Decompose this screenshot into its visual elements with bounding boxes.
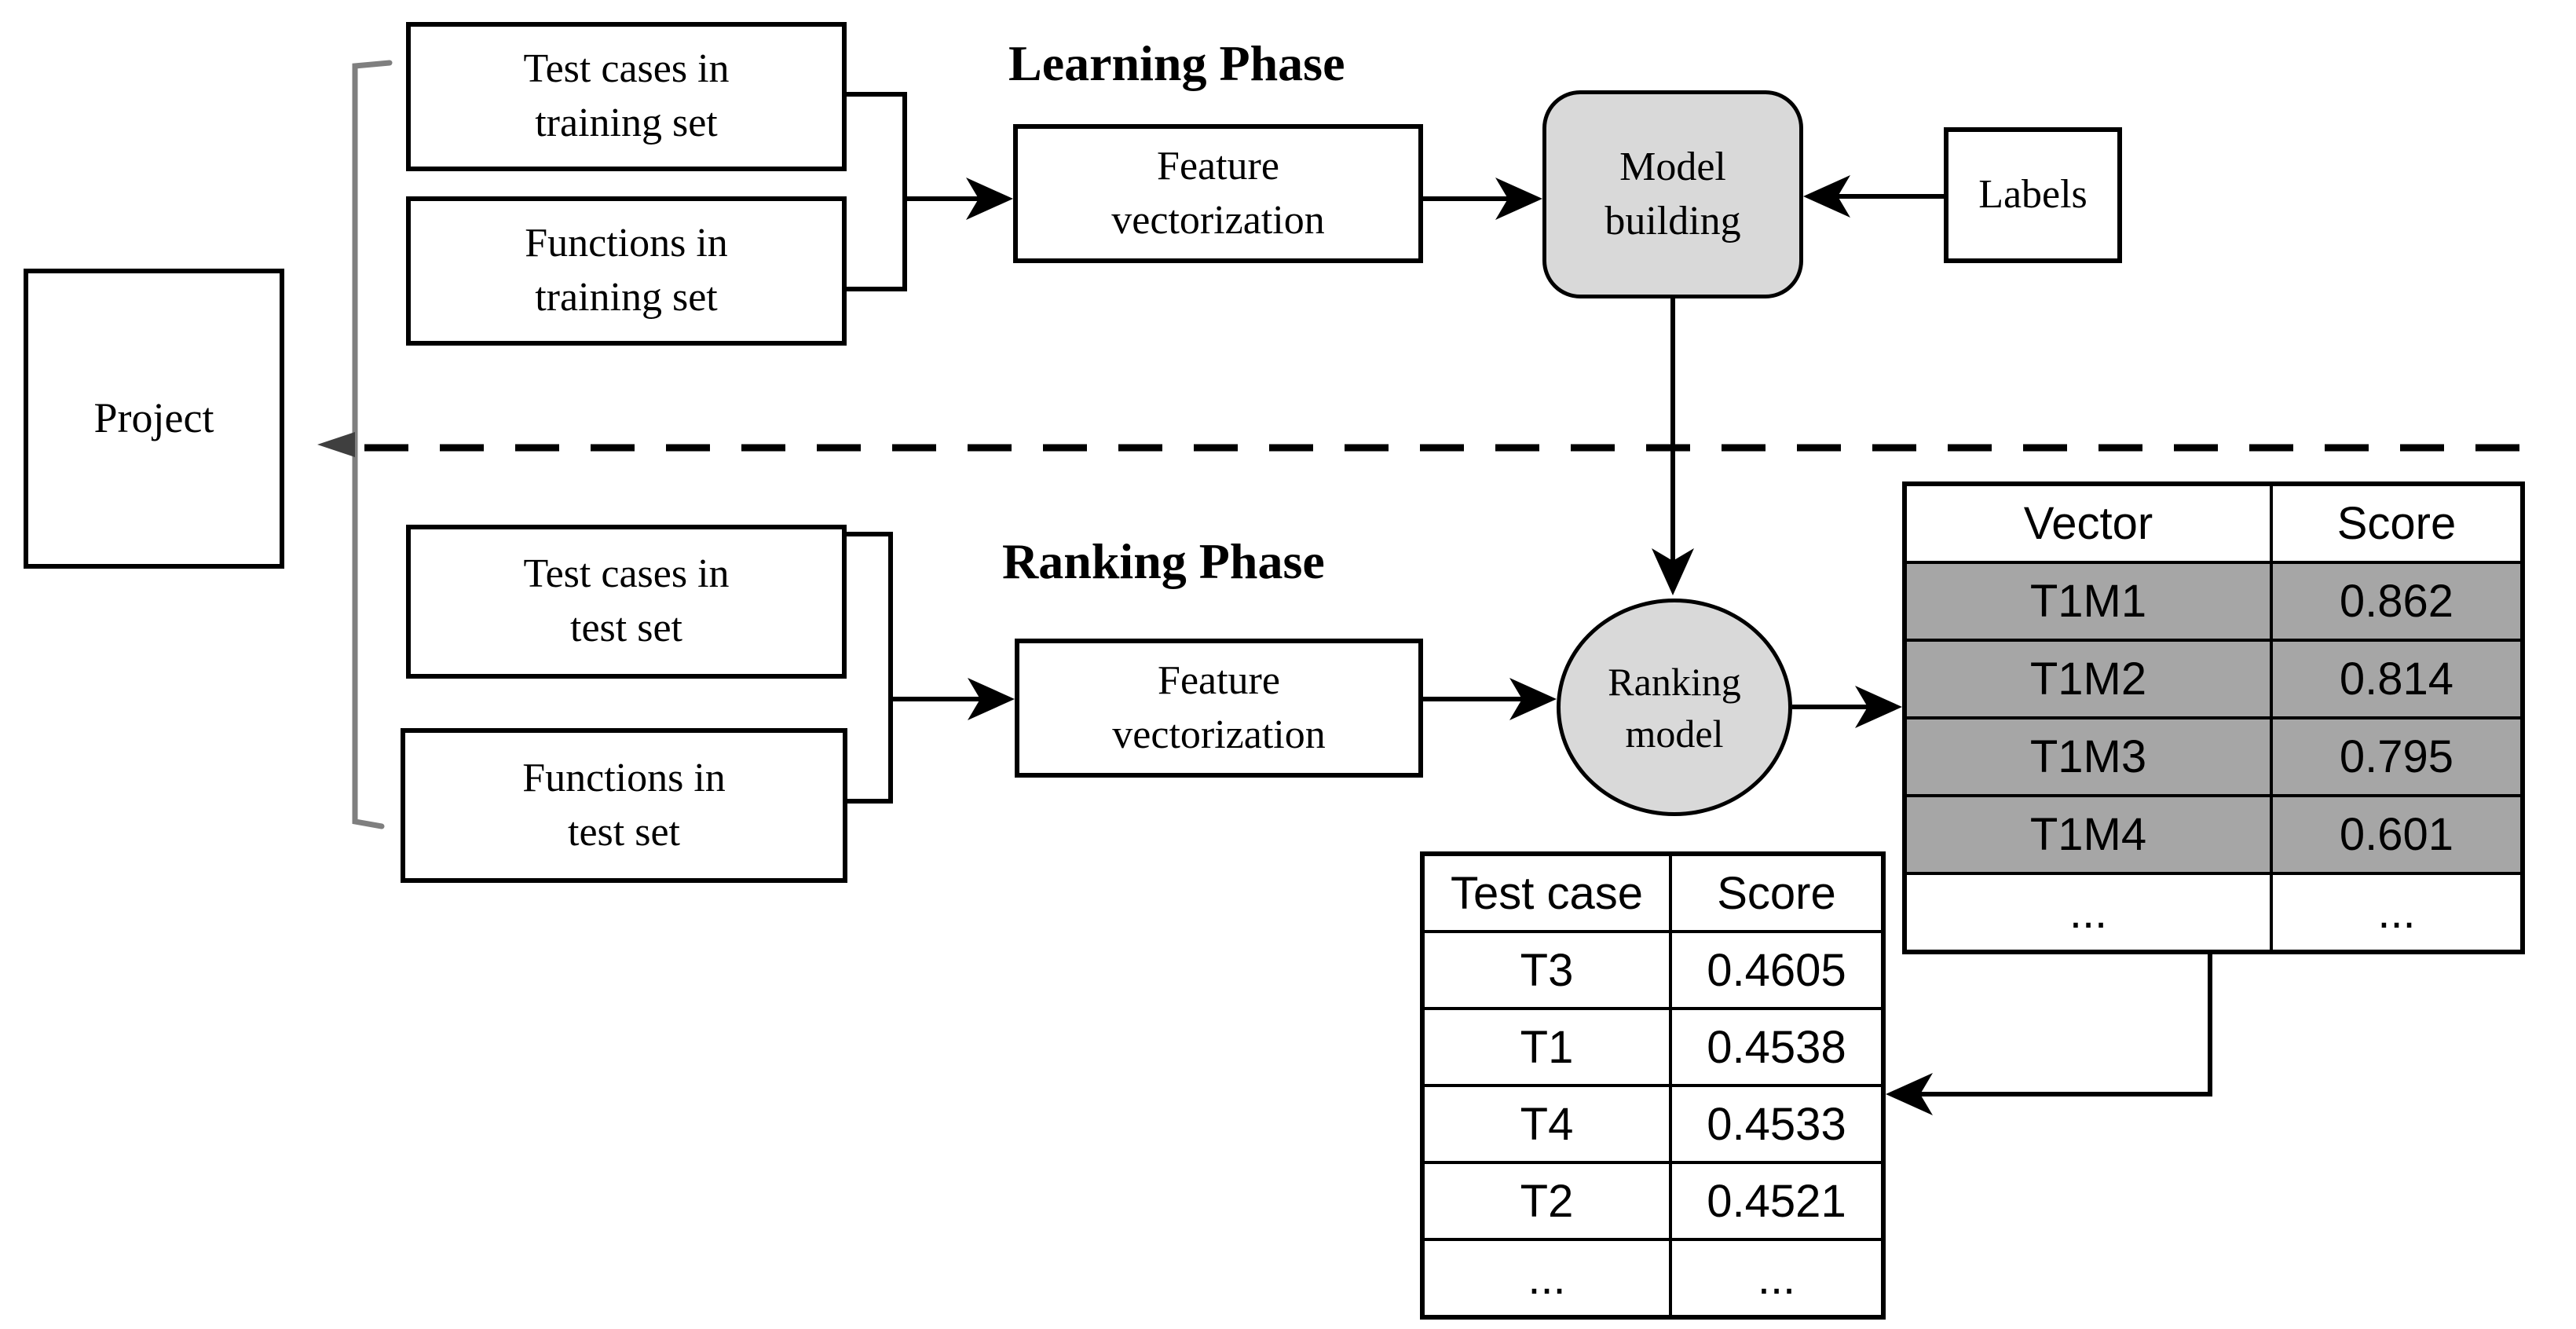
table-row: T1M1 0.862 [1903, 561, 2524, 642]
arrow-model-to-ranking-head [1652, 548, 1694, 595]
feature-vectorization-learning-box: Feature vectorization [1013, 124, 1423, 263]
score-cell: 0.4538 [1669, 1007, 1885, 1087]
ranking-model-node: Ranking model [1557, 599, 1792, 816]
table-row: T1M4 0.601 [1903, 794, 2524, 875]
table-row: ... ... [1903, 872, 2524, 954]
table-row: T2 0.4521 [1421, 1161, 1885, 1241]
table-row: T4 0.4533 [1421, 1084, 1885, 1164]
arrow-training-to-vectorization-head [966, 178, 1013, 220]
test-cases-test-box: Test cases in test set [406, 525, 847, 679]
vector-cell: T1M2 [1903, 639, 2273, 719]
test-set-bracket [847, 532, 893, 804]
vector-cell: ... [1903, 872, 2273, 954]
score-cell: 0.862 [2270, 561, 2524, 642]
functions-training-box: Functions in training set [406, 196, 847, 346]
testcase-cell: T3 [1421, 930, 1672, 1010]
functions-test-box: Functions in test set [401, 728, 847, 883]
score-header-cell: Score [1669, 852, 1885, 933]
testcase-cell: T2 [1421, 1161, 1672, 1241]
feature-vectorization-ranking-box: Feature vectorization [1015, 639, 1423, 778]
labels-box: Labels [1944, 127, 2122, 263]
project-box: Project [24, 269, 284, 569]
score-cell: 0.4605 [1669, 930, 1885, 1010]
vector-cell: T1M1 [1903, 561, 2273, 642]
score-header-cell: Score [2270, 482, 2524, 564]
table-row: ... ... [1421, 1238, 1885, 1319]
arrow-vectorization-to-model-head [1495, 178, 1542, 220]
arrow-test-to-vectorization-head [968, 678, 1015, 720]
score-cell: 0.814 [2270, 639, 2524, 719]
testcase-cell: T4 [1421, 1084, 1672, 1164]
score-cell: ... [2270, 872, 2524, 954]
learning-phase-title: Learning Phase [1008, 35, 1345, 91]
training-set-bracket [847, 92, 907, 291]
vector-cell: T1M3 [1903, 716, 2273, 797]
arrow-vectorization-to-rankingmodel-head [1509, 678, 1557, 720]
vector-cell: T1M4 [1903, 794, 2273, 875]
table-header-row: Vector Score [1903, 482, 2524, 564]
testcase-cell: T1 [1421, 1007, 1672, 1087]
table-row: T3 0.4605 [1421, 930, 1885, 1010]
score-cell: 0.795 [2270, 716, 2524, 797]
test-cases-training-box: Test cases in training set [406, 22, 847, 171]
ranking-phase-title: Ranking Phase [1002, 533, 1325, 589]
table-row: T1 0.4538 [1421, 1007, 1885, 1087]
vector-score-table: Vector Score T1M1 0.862 T1M2 0.814 T1M3 … [1902, 481, 2525, 954]
testcase-header-cell: Test case [1421, 852, 1672, 933]
arrow-vectortable-to-testcasetable-head [1886, 1073, 1933, 1115]
project-brace-tip [317, 432, 355, 457]
model-building-node: Model building [1542, 90, 1803, 298]
score-cell: ... [1669, 1238, 1885, 1319]
vector-header-cell: Vector [1903, 482, 2273, 564]
arrow-rankingmodel-to-table-head [1855, 686, 1902, 728]
arrow-labels-to-model-head [1803, 175, 1850, 218]
arrow-vectortable-to-testcasetable-line [1920, 935, 2212, 1097]
score-cell: 0.4521 [1669, 1161, 1885, 1241]
table-header-row: Test case Score [1421, 852, 1885, 933]
table-row: T1M2 0.814 [1903, 639, 2524, 719]
score-cell: 0.4533 [1669, 1084, 1885, 1164]
testcase-cell: ... [1421, 1238, 1672, 1319]
table-row: T1M3 0.795 [1903, 716, 2524, 797]
testcase-score-table: Test case Score T3 0.4605 T1 0.4538 T4 0… [1420, 851, 1886, 1320]
score-cell: 0.601 [2270, 794, 2524, 875]
